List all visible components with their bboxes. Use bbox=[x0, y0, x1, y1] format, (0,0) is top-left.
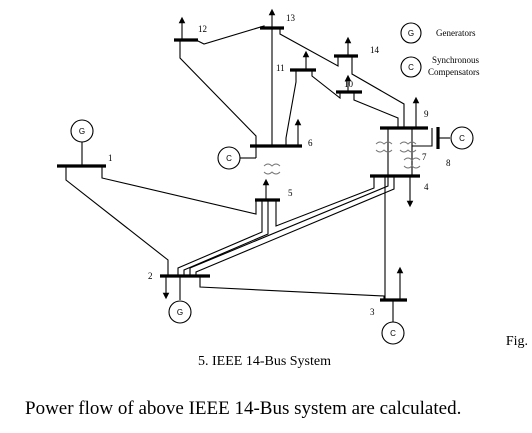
line-2-5b bbox=[183, 200, 269, 276]
bus-label-9: 9 bbox=[424, 109, 429, 119]
bus-label-13: 13 bbox=[286, 13, 296, 23]
legend-generator-symbol: G bbox=[408, 29, 414, 38]
transformer-4-9a bbox=[375, 141, 393, 153]
bus-label-4: 4 bbox=[424, 182, 429, 192]
line-2-5 bbox=[177, 200, 263, 276]
body-paragraph: Power flow of above IEEE 14-Bus system a… bbox=[25, 398, 462, 419]
transmission-lines bbox=[65, 25, 450, 300]
line-5-4 bbox=[275, 176, 375, 227]
line-6-11 bbox=[285, 70, 297, 146]
line-1-5 bbox=[101, 166, 257, 215]
compensator-bus-8-symbol: C bbox=[459, 134, 465, 143]
load-arrows bbox=[162, 8, 420, 300]
bus-label-3: 3 bbox=[370, 307, 375, 317]
figure-caption: 5. IEEE 14-Bus System bbox=[198, 354, 331, 369]
bus-label-6: 6 bbox=[308, 138, 313, 148]
bus-label-10: 10 bbox=[344, 79, 354, 89]
transformer-4-9b bbox=[399, 141, 417, 153]
line-2-4b bbox=[195, 176, 395, 276]
generator-bus-1-symbol: G bbox=[79, 127, 85, 136]
legend-generators-label: Generators bbox=[436, 28, 476, 38]
bus-label-1: 1 bbox=[108, 153, 113, 163]
bus-label-11: 11 bbox=[276, 63, 285, 73]
compensator-bus-6-symbol: C bbox=[226, 154, 232, 163]
legend-compensator-symbol: C bbox=[408, 63, 414, 72]
bus-labels: 1 2 3 4 5 6 7 8 9 10 11 12 13 14 bbox=[108, 13, 451, 317]
line-14-9 bbox=[351, 56, 405, 128]
line-2-3 bbox=[199, 276, 385, 300]
compensator-bus-3 bbox=[381, 321, 405, 345]
transformer-5-6 bbox=[263, 163, 281, 175]
bus-label-12: 12 bbox=[198, 24, 207, 34]
legend-compensators-line1: Synchronous bbox=[432, 55, 479, 65]
compensator-bus-8 bbox=[450, 126, 474, 150]
line-7-8 bbox=[412, 128, 433, 147]
legend-compensator-icon bbox=[400, 56, 422, 78]
machines: G G C C C bbox=[70, 119, 474, 345]
legend-compensators-line2: Compensators bbox=[428, 67, 480, 77]
bus-label-5: 5 bbox=[288, 188, 293, 198]
generator-bus-1 bbox=[70, 119, 94, 143]
generator-bus-2 bbox=[168, 300, 192, 324]
bus-label-2: 2 bbox=[148, 271, 153, 281]
line-13-14 bbox=[279, 28, 339, 67]
transformer-4-7 bbox=[403, 157, 421, 169]
line-10-9 bbox=[353, 92, 399, 128]
line-2-4 bbox=[189, 176, 389, 276]
transformers bbox=[263, 141, 421, 175]
line-11-10 bbox=[311, 70, 341, 100]
legend: G Generators C Synchronous Compensators bbox=[400, 22, 480, 78]
bus-label-8: 8 bbox=[446, 158, 451, 168]
bus-bars bbox=[57, 26, 440, 302]
bus-label-7: 7 bbox=[422, 152, 427, 162]
line-6-12 bbox=[179, 40, 257, 146]
compensator-bus-6 bbox=[217, 146, 241, 170]
bus-label-14: 14 bbox=[370, 45, 380, 55]
compensator-bus-3-symbol: C bbox=[390, 329, 396, 338]
generator-bus-2-symbol: G bbox=[177, 308, 183, 317]
line-1-2 bbox=[65, 166, 169, 276]
legend-generator-icon bbox=[400, 22, 422, 44]
figure-label-fragment: Fig. bbox=[505, 334, 528, 349]
